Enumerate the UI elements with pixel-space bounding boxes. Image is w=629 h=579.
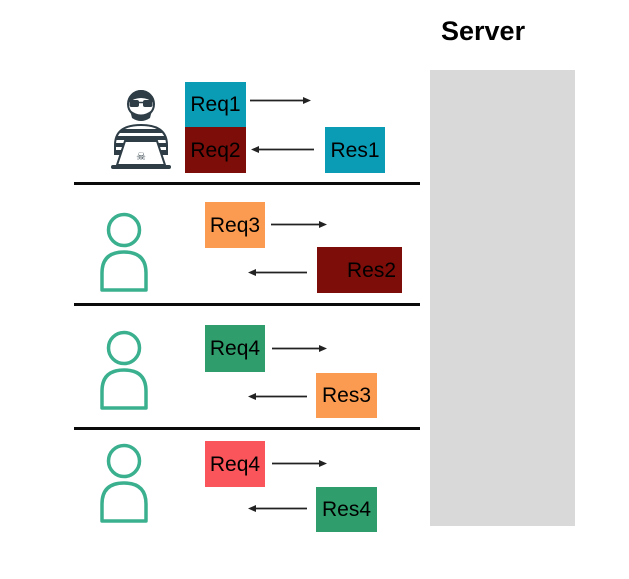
lane-separator [74,182,420,185]
server-box [430,70,575,526]
arrow-left-icon [248,269,307,276]
server-title: Server [441,16,526,46]
user-icon [100,443,148,523]
svg-text:☠: ☠ [136,151,146,163]
arrow-left-icon [248,393,307,400]
hacker-icon: ☠ [111,90,171,169]
response-box: Res4 [316,487,377,532]
user-icon [100,212,148,292]
arrow-right-icon [272,345,327,352]
arrow-left-icon [248,505,307,512]
arrow-right-icon [271,221,327,228]
response-box: Res3 [316,373,377,418]
arrow-right-icon [250,97,311,104]
request-box: Req2 [185,127,246,173]
lane-separator [74,427,420,430]
arrow-left-icon [251,146,314,153]
arrow-right-icon [272,460,327,467]
lane-separator [74,303,420,306]
response-box: Res1 [325,127,385,173]
response-box: Res2 [317,247,402,293]
user-icon [100,330,148,410]
request-box: Req3 [205,202,265,248]
request-box: Req4 [205,441,265,487]
request-box: Req4 [205,325,265,372]
request-box: Req1 [185,82,246,127]
